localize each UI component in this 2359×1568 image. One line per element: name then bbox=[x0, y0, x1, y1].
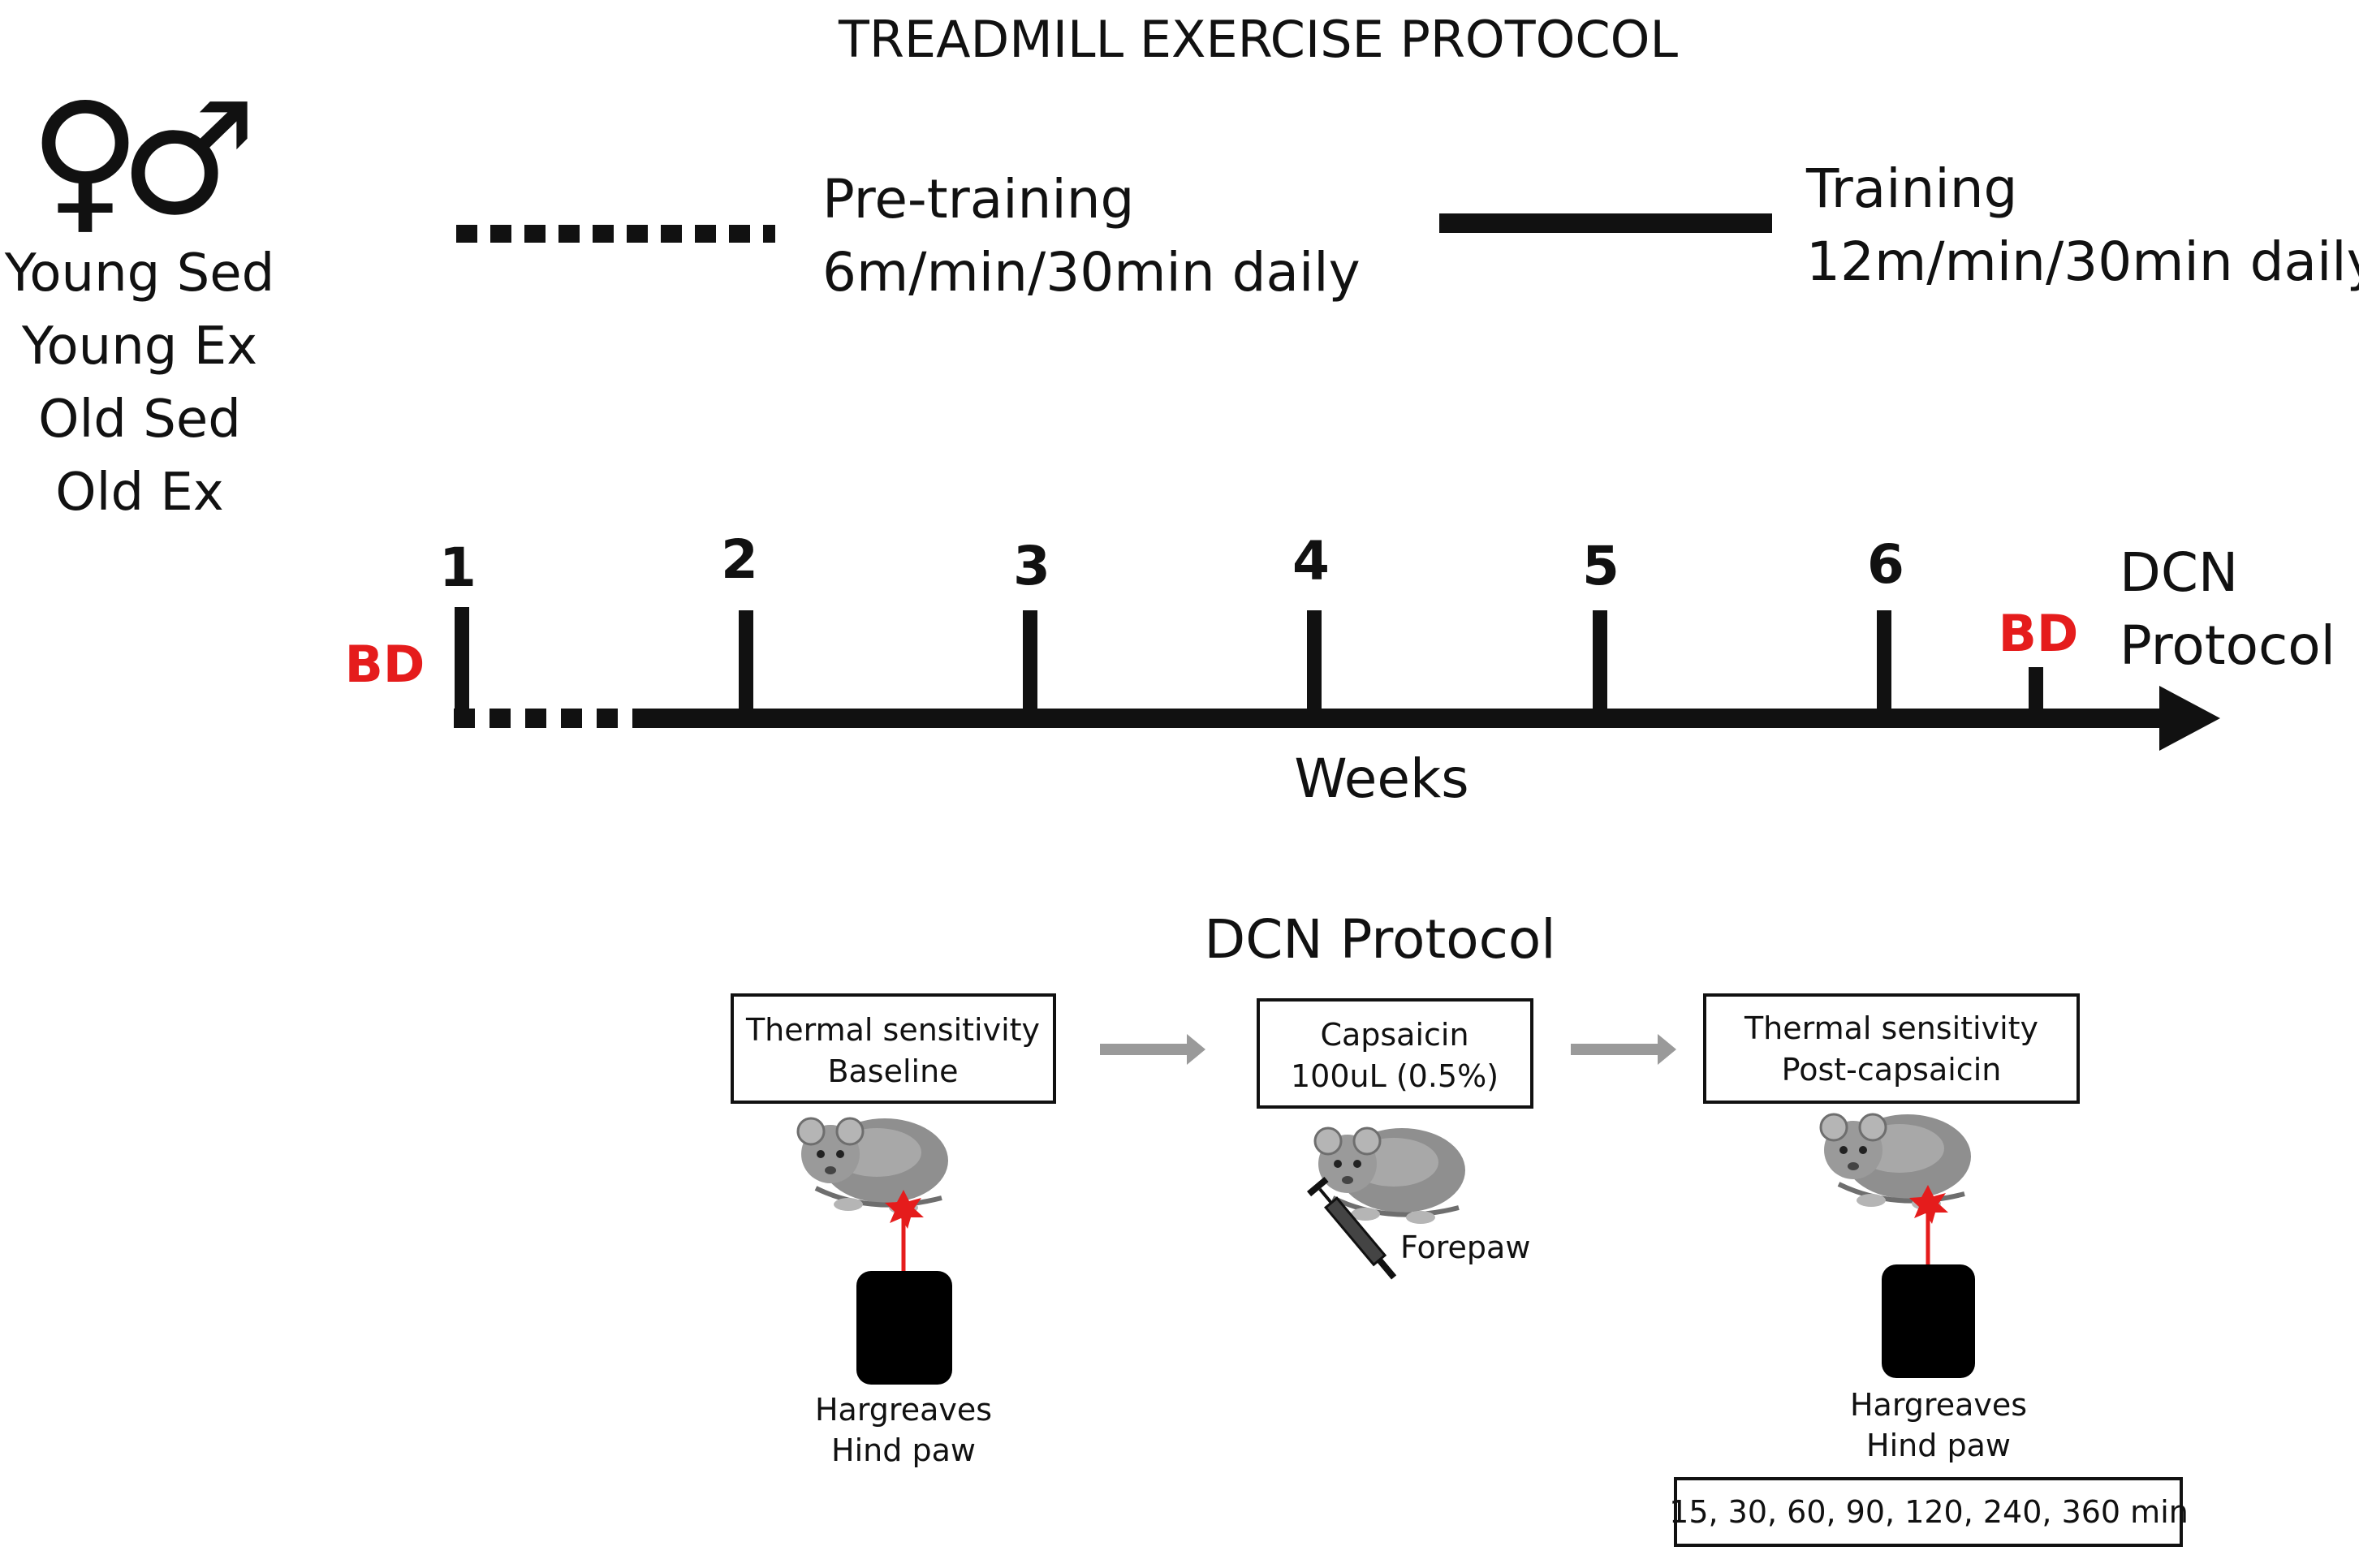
training-detail: 12m/min/30min daily bbox=[1806, 230, 2359, 293]
week-label: 6 bbox=[1867, 533, 1904, 596]
timepoints-label: 15, 30, 60, 90, 120, 240, 360 min bbox=[1669, 1494, 2189, 1530]
step-caption: Hind paw bbox=[831, 1432, 976, 1468]
rat-hargreaves-icon bbox=[798, 1118, 952, 1385]
week-label: 2 bbox=[721, 528, 758, 591]
training-label: Training bbox=[1805, 157, 2017, 220]
step-caption: Hargreaves bbox=[815, 1392, 992, 1428]
week-label: 4 bbox=[1292, 530, 1330, 592]
dcn-title: DCN Protocol bbox=[1204, 908, 1555, 971]
bd-end-marker: BD bbox=[1999, 604, 2079, 663]
dcn-protocol-end-label: Protocol bbox=[2120, 614, 2335, 677]
step-box-line: Capsaicin bbox=[1320, 1017, 1468, 1053]
group-label: Young Sed bbox=[4, 243, 274, 304]
step-box-line: 100uL (0.5%) bbox=[1291, 1058, 1499, 1094]
timepoints-box bbox=[1674, 1477, 2183, 1547]
step-box-post-capsaicin bbox=[1703, 993, 2080, 1104]
week-label: 1 bbox=[439, 536, 477, 599]
dcn-protocol-end-label: DCN bbox=[2120, 541, 2238, 604]
pretraining-detail: 6m/min/30min daily bbox=[822, 241, 1361, 304]
step-box-line: Post-capsaicin bbox=[1782, 1052, 2002, 1088]
group-label: Young Ex bbox=[21, 317, 257, 377]
rat-hargreaves-icon bbox=[1821, 1114, 1975, 1378]
pretraining-label: Pre-training bbox=[822, 168, 1134, 230]
step-caption: Forepaw bbox=[1400, 1230, 1530, 1265]
diagram-title: TREADMILL EXERCISE PROTOCOL bbox=[838, 10, 1679, 69]
week-label: 3 bbox=[1013, 535, 1050, 597]
step-box-line: Thermal sensitivity bbox=[1744, 1010, 2038, 1046]
step-box-capsaicin bbox=[1257, 998, 1533, 1109]
timeline-arrowhead bbox=[2159, 686, 2220, 751]
male-icon: ♂ bbox=[119, 70, 257, 249]
axis-label: Weeks bbox=[1294, 747, 1468, 810]
step-caption: Hargreaves bbox=[1850, 1387, 2027, 1423]
rat-syringe-icon bbox=[1306, 1128, 1465, 1280]
week-label: 5 bbox=[1582, 535, 1619, 597]
group-label: Old Ex bbox=[55, 463, 223, 523]
flow-arrow-icon bbox=[1100, 1034, 1205, 1065]
step-box-line: Thermal sensitivity bbox=[745, 1012, 1040, 1048]
step-box-baseline bbox=[731, 993, 1056, 1104]
female-icon: ♀ bbox=[28, 70, 141, 249]
step-caption: Hind paw bbox=[1866, 1428, 2011, 1463]
flow-arrow-icon bbox=[1571, 1034, 1676, 1065]
bd-start-marker: BD bbox=[345, 635, 425, 694]
group-label: Old Sed bbox=[38, 390, 241, 450]
step-box-line: Baseline bbox=[827, 1053, 958, 1089]
